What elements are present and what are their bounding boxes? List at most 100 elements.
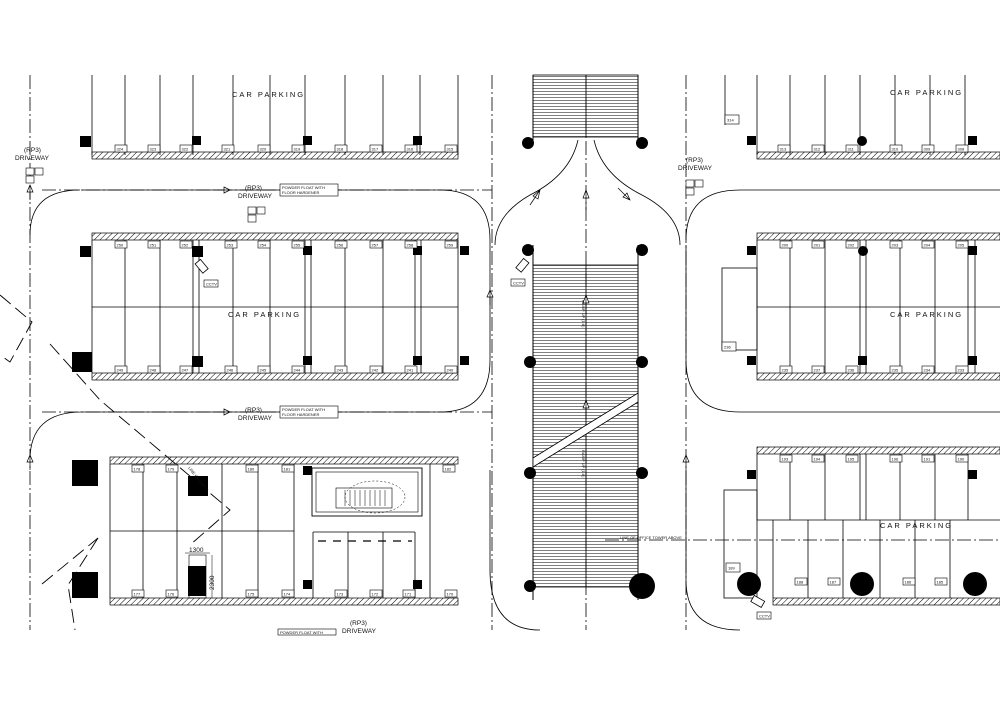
bay-number: 323 bbox=[150, 147, 157, 152]
bay-number-box bbox=[779, 365, 793, 374]
bay-number-box bbox=[845, 144, 859, 153]
bay-number-box bbox=[779, 454, 793, 463]
car-parking-label: CAR PARKING bbox=[890, 88, 963, 97]
bay-number-box bbox=[811, 240, 825, 249]
rp3-label: (RP3) bbox=[24, 147, 41, 154]
bay-number-box bbox=[131, 464, 145, 473]
car-parking-label: CAR PARKING bbox=[228, 310, 301, 319]
bay-number-box bbox=[291, 240, 305, 249]
bay-number: 190 bbox=[958, 457, 965, 462]
bay-number: 241 bbox=[407, 368, 414, 373]
ramp-note: RAMP UP (1:8) bbox=[581, 300, 586, 328]
bay-number-box bbox=[955, 240, 969, 249]
bay-number: 319 bbox=[294, 147, 301, 152]
bay-number-box bbox=[889, 365, 903, 374]
bay-number: 181 bbox=[284, 467, 291, 472]
rp3-label: (RP3) bbox=[686, 157, 703, 164]
bay-number: 186 bbox=[905, 580, 912, 585]
bay-number-box bbox=[221, 144, 235, 153]
direction-arrow-icon bbox=[582, 399, 590, 420]
svg-text:CCTV: CCTV bbox=[206, 282, 217, 287]
bay-number: 256 bbox=[337, 243, 344, 248]
bay-number-box bbox=[369, 589, 383, 598]
bay-number-box bbox=[444, 144, 458, 153]
bay-number-box bbox=[827, 577, 841, 586]
bay-number: 310 bbox=[892, 147, 899, 152]
bay-number-box bbox=[179, 240, 193, 249]
bay-number-box bbox=[845, 240, 859, 249]
bay-number: 178 bbox=[134, 467, 141, 472]
floor-note: FLOOR HARDENER bbox=[282, 190, 319, 195]
bay-number: 248 bbox=[150, 368, 157, 373]
rp3-label: (RP3) bbox=[350, 620, 367, 627]
bay-number: 235 bbox=[782, 368, 789, 373]
bay-number: 236 bbox=[724, 345, 731, 350]
direction-arrow-icon bbox=[486, 289, 494, 305]
bay-number: 309 bbox=[924, 147, 931, 152]
bay-number-box bbox=[179, 144, 193, 153]
parking-block-top-right: CAR PARKING 314 bbox=[724, 75, 1000, 160]
bay-number: 195 bbox=[848, 457, 855, 462]
bay-number: 314 bbox=[727, 118, 734, 123]
site-boundary-dashed bbox=[0, 294, 231, 631]
bay-number-box bbox=[224, 365, 238, 374]
parking-block-mid-right: CAR PARKING 236 bbox=[721, 232, 1000, 381]
bay-number-box bbox=[934, 577, 948, 586]
bay-number-box bbox=[165, 589, 179, 598]
direction-arrow-icon bbox=[215, 186, 231, 194]
bay-number: 189 bbox=[728, 566, 735, 571]
cctv-camera-icon: CCTV bbox=[510, 257, 530, 287]
bay-number-box bbox=[334, 144, 348, 153]
driveway-label: DRIVEWAY bbox=[678, 165, 713, 172]
bay-number: 233 bbox=[958, 368, 965, 373]
bay-number-box bbox=[147, 365, 161, 374]
bay-number-box bbox=[442, 464, 456, 473]
bay-number: 205 bbox=[958, 243, 965, 248]
bay-number-box bbox=[811, 144, 825, 153]
bay-number: 194 bbox=[814, 457, 821, 462]
bay-number: 242 bbox=[372, 368, 379, 373]
bay-number: 250 bbox=[117, 243, 124, 248]
bay-number: 245 bbox=[260, 368, 267, 373]
floor-note: POWDER FLOAT WITH bbox=[280, 630, 323, 635]
bay-number-box bbox=[369, 365, 383, 374]
bay-number-box bbox=[334, 240, 348, 249]
office-tower-label: LINE OF OFFICE TOWER ABOVE bbox=[620, 535, 682, 540]
bay-number-box bbox=[902, 577, 916, 586]
bay-number: 312 bbox=[814, 147, 821, 152]
driveway-label: DRIVEWAY bbox=[238, 415, 273, 422]
bay-number: 176 bbox=[168, 592, 175, 597]
bay-number: 204 bbox=[924, 243, 931, 248]
driveway-labels: (RP3) DRIVEWAY (RP3) DRIVEWAY (RP3) DRIV… bbox=[15, 147, 713, 636]
bay-number-box bbox=[779, 240, 793, 249]
car-parking-label: CAR PARKING bbox=[232, 90, 305, 99]
bay-number: 254 bbox=[260, 243, 267, 248]
ramp-lower: RAMP UP (1:8) RAMP UP (1:8) bbox=[522, 244, 655, 600]
bay-number: 258 bbox=[407, 243, 414, 248]
bay-number-box bbox=[369, 144, 383, 153]
bay-number-box bbox=[165, 464, 179, 473]
cctv-camera-icon: CCTV bbox=[750, 594, 772, 620]
bay-number-box bbox=[404, 144, 418, 153]
bay-number-box bbox=[114, 240, 128, 249]
bay-number-box bbox=[179, 365, 193, 374]
bay-number: 259 bbox=[447, 243, 454, 248]
bay-number: 188 bbox=[797, 580, 804, 585]
ramp-upper bbox=[522, 74, 648, 149]
bay-number-box bbox=[245, 589, 259, 598]
bay-number: 252 bbox=[182, 243, 189, 248]
dimension-height: 2300 bbox=[209, 575, 216, 590]
bay-number-box bbox=[334, 365, 348, 374]
bay-number: 235 bbox=[892, 368, 899, 373]
bay-number: 324 bbox=[117, 147, 124, 152]
bay-number-box bbox=[811, 454, 825, 463]
bay-number: 249 bbox=[117, 368, 124, 373]
bay-number-box bbox=[291, 365, 305, 374]
bay-number: 193 bbox=[782, 457, 789, 462]
bay-number: 174 bbox=[284, 592, 291, 597]
bay-number-box bbox=[131, 589, 145, 598]
driveway-label: DRIVEWAY bbox=[342, 628, 377, 635]
bay-number-box bbox=[955, 454, 969, 463]
